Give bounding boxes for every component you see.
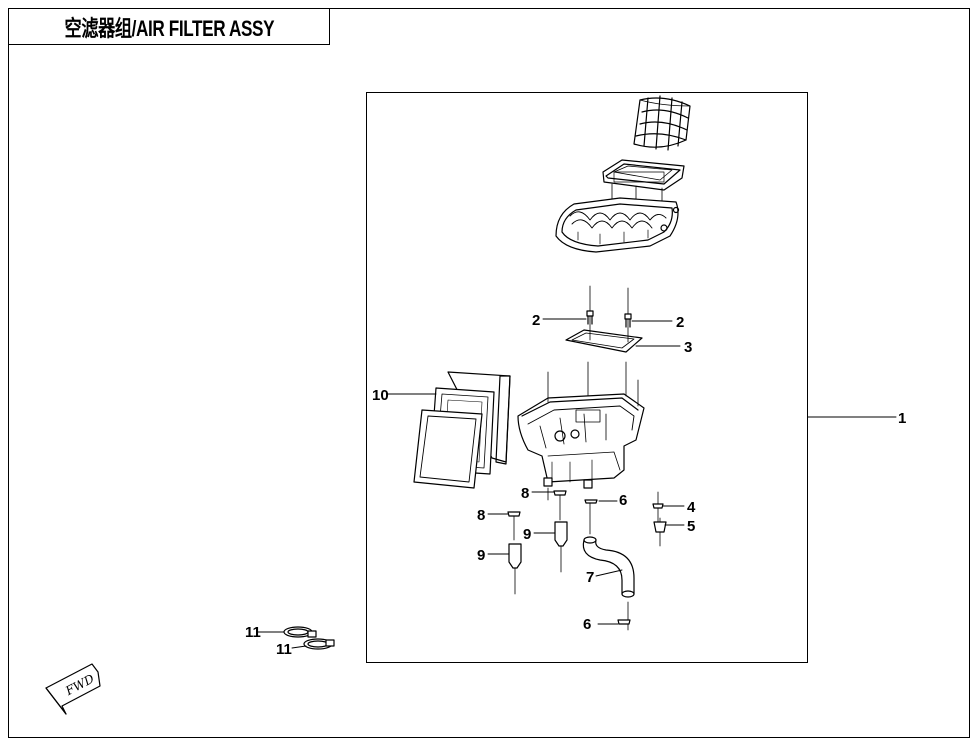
bolt-part-left[interactable] xyxy=(586,285,594,341)
leader-lines xyxy=(257,318,897,649)
hose-clamp-part-6a[interactable] xyxy=(584,499,598,535)
callout-11-lower: 11 xyxy=(276,641,292,658)
callout-6-lower: 6 xyxy=(583,616,591,633)
hose-clamp-part-6b[interactable] xyxy=(617,601,631,631)
diagram-title: 空滤器组/AIR FILTER ASSY xyxy=(64,15,274,41)
callout-4: 4 xyxy=(687,499,696,516)
drawing-sheet-border xyxy=(8,8,970,738)
gasket-part[interactable] xyxy=(565,329,643,353)
assembly-frame xyxy=(366,92,808,663)
filter-element-part[interactable] xyxy=(413,371,511,489)
bolt-part-right[interactable] xyxy=(624,287,632,343)
plug-part-9b[interactable] xyxy=(508,543,522,595)
callout-6-upper: 6 xyxy=(619,492,627,509)
callout-numbers: 1 2 2 3 4 5 6 6 7 8 8 9 9 10 11 11 xyxy=(245,312,906,658)
forward-direction-arrow-icon: FWD xyxy=(45,663,101,715)
clamp-part-8a[interactable] xyxy=(553,490,567,521)
callout-9-lower: 9 xyxy=(477,547,485,564)
callout-9-upper: 9 xyxy=(523,526,531,543)
drain-cap-part-5[interactable] xyxy=(653,517,667,547)
callout-10: 10 xyxy=(372,387,389,404)
airbox-upper-housing-part[interactable] xyxy=(555,197,680,253)
callout-5: 5 xyxy=(687,518,695,535)
callout-8-lower: 8 xyxy=(477,507,485,524)
plug-part-9a[interactable] xyxy=(554,521,568,573)
callout-3: 3 xyxy=(684,339,692,356)
hose-clamp-part-11a[interactable] xyxy=(283,626,317,638)
clamp-part-8b[interactable] xyxy=(507,511,521,541)
intake-duct-part[interactable] xyxy=(633,95,691,151)
callout-7: 7 xyxy=(586,569,594,586)
title-block: 空滤器组/AIR FILTER ASSY xyxy=(8,8,330,45)
clip-part-4[interactable] xyxy=(652,491,664,523)
callout-11-upper: 11 xyxy=(245,624,261,641)
callout-2-left: 2 xyxy=(532,312,540,329)
callout-8-upper: 8 xyxy=(521,485,529,502)
drain-hose-part-7[interactable] xyxy=(582,536,635,598)
airbox-lower-housing-part[interactable] xyxy=(517,361,645,501)
hose-clamp-part-11b[interactable] xyxy=(303,638,335,650)
callout-1: 1 xyxy=(898,410,906,427)
callout-2-right: 2 xyxy=(676,314,684,331)
